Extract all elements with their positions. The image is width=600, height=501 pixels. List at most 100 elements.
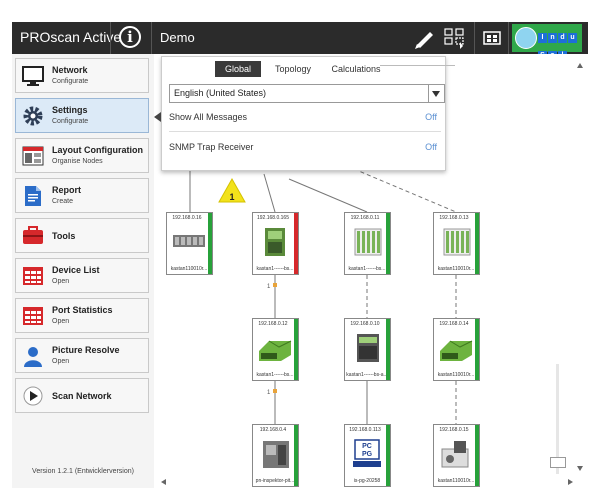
logo-letter: d bbox=[558, 33, 567, 43]
network-switch-icon[interactable] bbox=[479, 26, 505, 50]
sidebar-item-label: Network bbox=[52, 65, 88, 75]
pcpg-text-pc: PC bbox=[362, 443, 372, 450]
sidebar-item-tools[interactable]: Tools bbox=[15, 218, 149, 253]
device-image bbox=[169, 227, 209, 262]
vertical-scrollbar[interactable] bbox=[576, 62, 584, 472]
warning-icon bbox=[218, 177, 246, 203]
header-divider bbox=[110, 22, 111, 54]
device-status-bar bbox=[386, 319, 390, 380]
header-divider bbox=[151, 22, 152, 54]
sidebar-item-label: Picture Resolve bbox=[52, 345, 120, 355]
tab-global[interactable]: Global bbox=[215, 61, 261, 77]
play-icon bbox=[23, 386, 43, 406]
device-ip: 192.168.0.165 bbox=[257, 215, 289, 221]
device-status-bar bbox=[294, 319, 298, 380]
app-window: PROscan Active i Demo InduSol bbox=[12, 22, 588, 488]
network-device[interactable]: 192.168.0.12 kastan1------bs... bbox=[252, 318, 299, 381]
sidebar-item-label: Port Statistics bbox=[52, 305, 113, 315]
sidebar-item-sublabel: Configurate bbox=[52, 78, 89, 85]
device-image bbox=[436, 439, 476, 474]
device-ip: 192.168.0.113 bbox=[349, 427, 381, 433]
sidebar-item-label: Settings bbox=[52, 105, 88, 115]
setting-snmp-trap-receiver[interactable]: SNMP Trap Receiver Off bbox=[169, 137, 437, 157]
device-name: pn-inspektor-pit... bbox=[255, 478, 295, 484]
language-select[interactable]: English (United States) bbox=[169, 84, 445, 103]
network-device[interactable]: 192.168.0.11 kastan1------bs... bbox=[344, 212, 391, 275]
table-icon bbox=[23, 267, 43, 285]
device-status-bar bbox=[475, 319, 479, 380]
sidebar-item-sublabel: Organise Nodes bbox=[52, 158, 103, 165]
device-ip: 192.168.0.15 bbox=[439, 427, 469, 433]
device-status-bar bbox=[294, 213, 298, 274]
zoom-slider-track[interactable] bbox=[556, 364, 559, 474]
device-name: kastan110010r... bbox=[170, 266, 208, 272]
sidebar-item-sublabel: Configurate bbox=[52, 118, 89, 125]
zoom-slider-thumb[interactable] bbox=[550, 457, 566, 468]
app-title: PROscan Active bbox=[20, 29, 122, 45]
device-ip: 192.168.0.11 bbox=[350, 215, 380, 221]
sidebar-item-label: Device List bbox=[52, 265, 100, 275]
sidebar-item-label: Report bbox=[52, 185, 81, 195]
scan-network-icon[interactable] bbox=[442, 26, 468, 50]
setting-show-all-messages[interactable]: Show All Messages Off bbox=[169, 107, 437, 127]
port-label: 1 bbox=[267, 284, 271, 290]
topology-canvas[interactable]: 1221112311 192.168.0.16kastan110010r...1… bbox=[154, 54, 588, 488]
project-title: Demo bbox=[160, 30, 195, 45]
device-name: kastan1------bs... bbox=[348, 266, 386, 272]
chevron-down-icon bbox=[432, 91, 440, 97]
tab-topology[interactable]: Topology bbox=[274, 64, 312, 74]
sidebar-item-sublabel: Open bbox=[52, 358, 70, 365]
header-divider bbox=[474, 22, 475, 54]
device-status-bar bbox=[475, 213, 479, 274]
logo-letter: u bbox=[568, 33, 577, 43]
network-device[interactable]: 192.168.0.16 kastan110010r... bbox=[166, 212, 213, 275]
device-image bbox=[436, 333, 476, 368]
globe-icon bbox=[515, 27, 537, 49]
edit-icon[interactable] bbox=[412, 26, 438, 50]
scroll-left-icon bbox=[161, 479, 166, 485]
warning-count: 1 bbox=[229, 192, 234, 202]
horizontal-scrollbar[interactable] bbox=[160, 478, 574, 486]
device-ip: 192.168.0.16 bbox=[172, 215, 202, 221]
setting-label: SNMP Trap Receiver bbox=[169, 142, 254, 152]
scroll-up-icon bbox=[577, 63, 583, 68]
info-button[interactable]: i bbox=[119, 26, 141, 48]
device-ip: 192.168.0.12 bbox=[258, 321, 288, 327]
select-divider bbox=[428, 85, 429, 102]
row-divider bbox=[169, 131, 441, 132]
topology-link bbox=[353, 168, 457, 213]
person-icon bbox=[24, 347, 42, 367]
sidebar-item-label: Layout Configuration bbox=[52, 145, 143, 155]
toolbox-icon bbox=[23, 226, 43, 244]
sidebar-item-label: Tools bbox=[52, 231, 76, 241]
sidebar-item-sublabel: Open bbox=[52, 278, 70, 285]
device-image bbox=[255, 227, 295, 262]
device-name: is-pg-20258 bbox=[353, 478, 381, 484]
logo-letter: I bbox=[538, 33, 547, 43]
device-image bbox=[255, 439, 295, 474]
port-label: 1 bbox=[267, 390, 271, 396]
sidebar-item-scan-network[interactable]: Scan Network bbox=[15, 378, 149, 413]
tab-calculations[interactable]: Calculations bbox=[331, 64, 381, 74]
pcpg-text-pg: PG bbox=[362, 451, 373, 458]
setting-toggle-value[interactable]: Off bbox=[425, 112, 437, 122]
tab-rule bbox=[380, 65, 455, 66]
device-ip: 192.168.0.14 bbox=[439, 321, 469, 327]
device-name: kastan1------bs... bbox=[256, 372, 294, 378]
setting-toggle-value[interactable]: Off bbox=[425, 142, 437, 152]
